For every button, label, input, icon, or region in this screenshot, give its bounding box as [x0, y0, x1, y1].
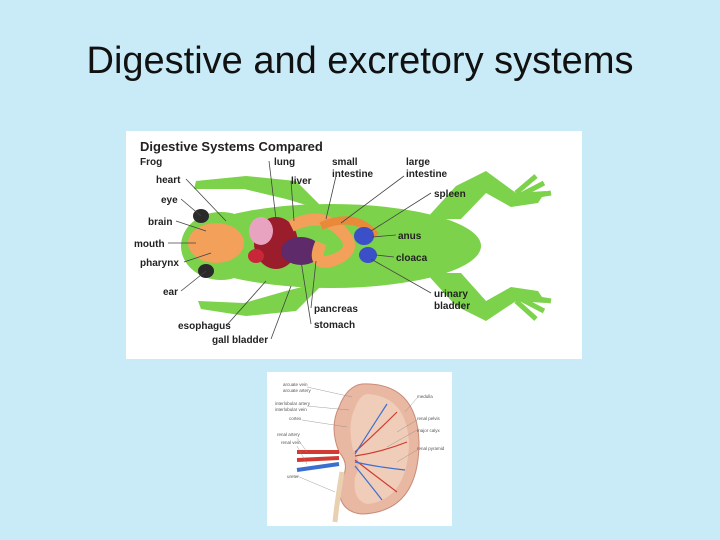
label-lung: lung — [274, 157, 295, 168]
label-gall-bladder: gall bladder — [212, 335, 268, 346]
kidney-label-medulla: medulla — [417, 394, 433, 399]
label-pancreas: pancreas — [314, 304, 358, 315]
kidney-diagram: arcuate vein arcuate artery interlobular… — [267, 372, 452, 526]
kidney-label-arcuate: arcuate vein — [283, 382, 308, 387]
frog-diagram-title: Digestive Systems Compared — [140, 139, 323, 154]
kidney-label-renal-pyramid: renal pyramid — [417, 446, 445, 451]
kidney-label-major-calyx: major calyx — [417, 428, 441, 433]
label-cloaca: cloaca — [396, 253, 428, 264]
kidney-diagram-svg: arcuate vein arcuate artery interlobular… — [275, 382, 445, 523]
label-stomach: stomach — [314, 320, 355, 331]
label-pharynx: pharynx — [140, 258, 179, 269]
kidney-label-renal-vein: renal vein — [281, 440, 301, 445]
kidney-label-interlobular-2: interlobular vein — [275, 407, 307, 412]
label-ear: ear — [163, 287, 178, 298]
frog-subtitle: Frog — [140, 157, 162, 168]
label-urinary-bladder-2: bladder — [434, 301, 470, 312]
label-esophagus: esophagus — [178, 321, 231, 332]
label-large-intestine-2: intestine — [406, 169, 448, 180]
label-heart: heart — [156, 175, 181, 186]
label-urinary-bladder-1: urinary — [434, 289, 468, 300]
slide-title: Digestive and excretory systems — [86, 40, 634, 82]
label-brain: brain — [148, 217, 172, 228]
label-small-intestine-1: small — [332, 157, 358, 168]
frog-diagram-svg: Digestive Systems Compared Frog heart ey… — [134, 139, 552, 346]
label-small-intestine-2: intestine — [332, 169, 374, 180]
kidney-label-renal-artery: renal artery — [277, 432, 301, 437]
kidney-label-renal-pelvis: renal pelvis — [417, 416, 441, 421]
label-anus: anus — [398, 231, 422, 242]
label-mouth: mouth — [134, 239, 165, 250]
frog-digestive-diagram: Digestive Systems Compared Frog heart ey… — [126, 131, 582, 359]
frog-leader-lines — [168, 160, 432, 340]
kidney-leader-lines — [296, 386, 418, 493]
kidney-label-cortex: cortex — [289, 416, 302, 421]
kidney-label-interlobular: interlobular artery — [275, 401, 311, 406]
kidney-shape — [296, 383, 420, 523]
label-spleen: spleen — [434, 189, 466, 200]
kidney-label-arcuate-2: arcuate artery — [283, 388, 312, 393]
label-large-intestine-1: large — [406, 157, 430, 168]
label-liver: liver — [291, 176, 312, 187]
label-eye: eye — [161, 195, 178, 206]
kidney-label-ureter: ureter — [287, 474, 299, 479]
